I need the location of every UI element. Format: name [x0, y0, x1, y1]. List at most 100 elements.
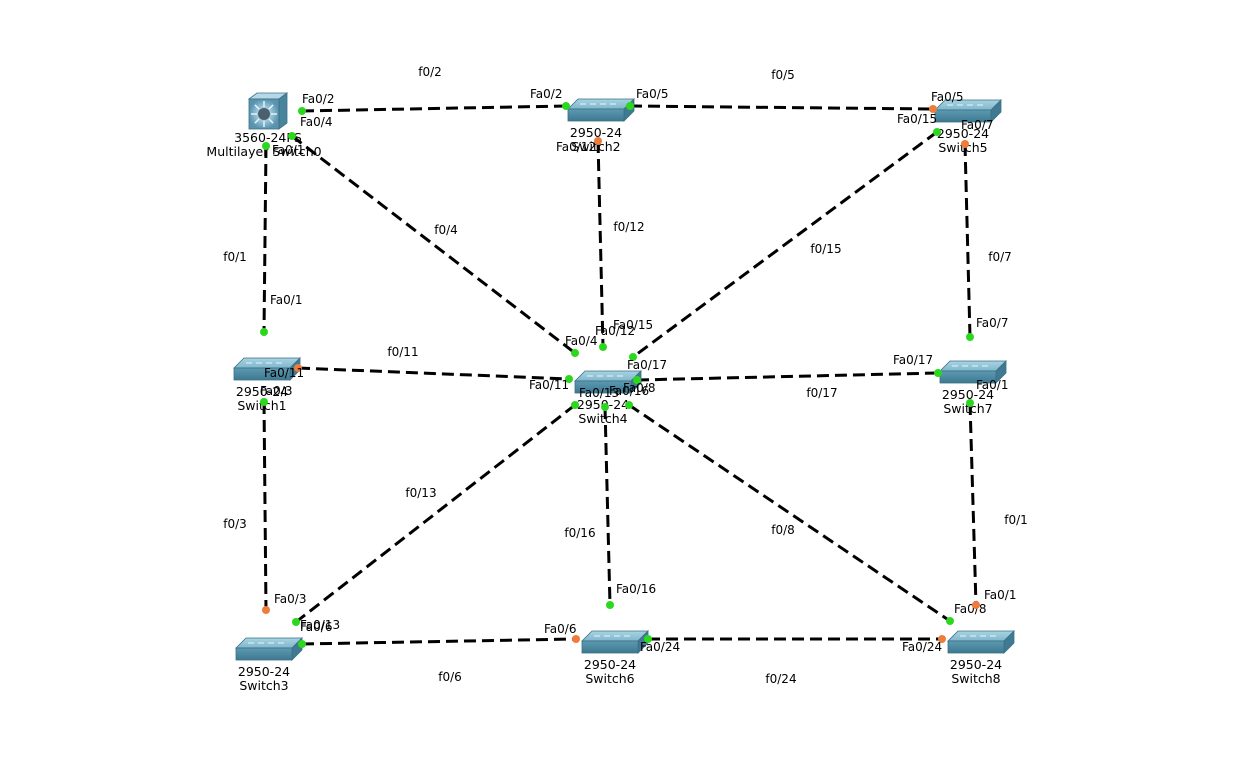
port-label: Fa0/11 — [529, 378, 569, 392]
link-sw4-sw8[interactable] — [628, 403, 951, 623]
device-name-label: Switch4 — [578, 411, 627, 426]
port-label: Fa0/1 — [984, 588, 1016, 602]
port-status-indicator — [294, 364, 302, 372]
device-name-label: Switch1 — [237, 398, 286, 413]
port-label: Fa0/1 — [272, 143, 304, 157]
port-status-indicator — [961, 140, 969, 148]
port-status-indicator — [594, 137, 602, 145]
port-label: Fa0/7 — [961, 118, 993, 132]
port-label: Fa0/24 — [640, 640, 680, 654]
link-sw1-sw3[interactable] — [262, 401, 268, 611]
link-label: f0/5 — [771, 68, 795, 82]
port-status-indicator — [572, 635, 580, 643]
port-status-indicator — [298, 107, 306, 115]
port-status-indicator — [292, 618, 300, 626]
link-label: f0/2 — [418, 65, 442, 79]
device-model-label: 2950-24 — [942, 387, 994, 402]
link-sw2-sw4[interactable] — [596, 140, 605, 348]
port-status-indicator — [606, 601, 614, 609]
port-label: Fa0/24 — [902, 640, 942, 654]
port-label: Fa0/15 — [897, 112, 937, 126]
link-label: f0/15 — [810, 242, 841, 256]
port-label: Fa0/16 — [616, 582, 656, 596]
port-label: Fa0/12 — [556, 140, 596, 154]
port-label: Fa0/12 — [595, 324, 635, 338]
link-label: f0/7 — [988, 250, 1012, 264]
port-status-indicator — [933, 128, 941, 136]
link-sw5-sw7[interactable] — [963, 143, 972, 338]
port-status-indicator — [599, 343, 607, 351]
link-sw7-sw8[interactable] — [968, 402, 978, 606]
port-status-indicator — [966, 333, 974, 341]
port-label: Fa0/4 — [565, 334, 597, 348]
port-status-indicator — [262, 606, 270, 614]
port-status-indicator — [562, 102, 570, 110]
port-label: Fa0/13 — [300, 618, 340, 632]
port-status-indicator — [625, 401, 633, 409]
link-sw4-sw3[interactable] — [295, 403, 576, 624]
port-status-indicator — [262, 142, 270, 150]
port-status-indicator — [288, 132, 296, 140]
device-name-label: Multilayer Switch0 — [206, 144, 321, 159]
port-label: Fa0/1 — [270, 293, 302, 307]
link-labels-layer: f0/2 f0/5 f0/1 f0/4 f0/12 f0/15 f0/7 f0/11 f0/17… — [223, 65, 1028, 686]
switch-icon — [947, 630, 1015, 654]
port-status-indicator — [571, 349, 579, 357]
link-sw1-sw4[interactable] — [297, 366, 570, 381]
link-msw-sw2[interactable] — [301, 104, 567, 113]
link-label: f0/17 — [806, 386, 837, 400]
port-status-indicator — [946, 617, 954, 625]
link-sw4-sw7[interactable] — [636, 371, 939, 382]
port-status-indicator — [298, 640, 306, 648]
port-label: Fa0/15 — [613, 318, 653, 332]
switch-icon — [581, 630, 649, 654]
link-sw5-sw4[interactable] — [632, 130, 938, 359]
link-label: f0/16 — [564, 526, 595, 540]
device-model-label: 2950-24 — [937, 126, 989, 141]
link-label: f0/24 — [765, 672, 796, 686]
switch-icon — [567, 98, 635, 122]
link-sw2-sw5[interactable] — [629, 104, 934, 111]
port-status-indicator — [601, 403, 609, 411]
switch-icon — [235, 637, 303, 661]
device-model-label: 2950-24 — [238, 664, 290, 679]
device-name-label: Switch5 — [938, 140, 987, 155]
device-name-label: Switch2 — [571, 139, 620, 154]
port-status-indicator — [966, 399, 974, 407]
port-label: Fa0/13 — [579, 386, 619, 400]
device-model-label: 2950-24 — [584, 657, 636, 672]
link-sw4-sw6[interactable] — [603, 406, 612, 606]
port-status-indicator — [934, 369, 942, 377]
link-msw-sw1[interactable] — [262, 145, 268, 333]
switch-icon — [939, 360, 1007, 384]
port-status-indicator — [644, 635, 652, 643]
link-label: f0/12 — [613, 220, 644, 234]
link-label: f0/1 — [223, 250, 247, 264]
link-label: f0/4 — [434, 223, 458, 237]
port-status-indicator — [629, 353, 637, 361]
port-label: Fa0/7 — [976, 316, 1008, 330]
port-label: Fa0/6 — [300, 620, 332, 634]
link-sw3-sw6[interactable] — [301, 637, 577, 646]
link-msw-sw4[interactable] — [291, 134, 576, 355]
port-status-indicator — [929, 105, 937, 113]
switch-icon — [574, 370, 642, 394]
device-name-label: Switch7 — [943, 401, 992, 416]
device-model-label: 3560-24PS — [234, 130, 302, 145]
link-label: f0/8 — [771, 523, 795, 537]
link-label: f0/11 — [387, 345, 418, 359]
port-label: Fa0/5 — [931, 90, 963, 104]
port-label: Fa0/2 — [302, 92, 334, 106]
links-layer — [262, 104, 978, 646]
